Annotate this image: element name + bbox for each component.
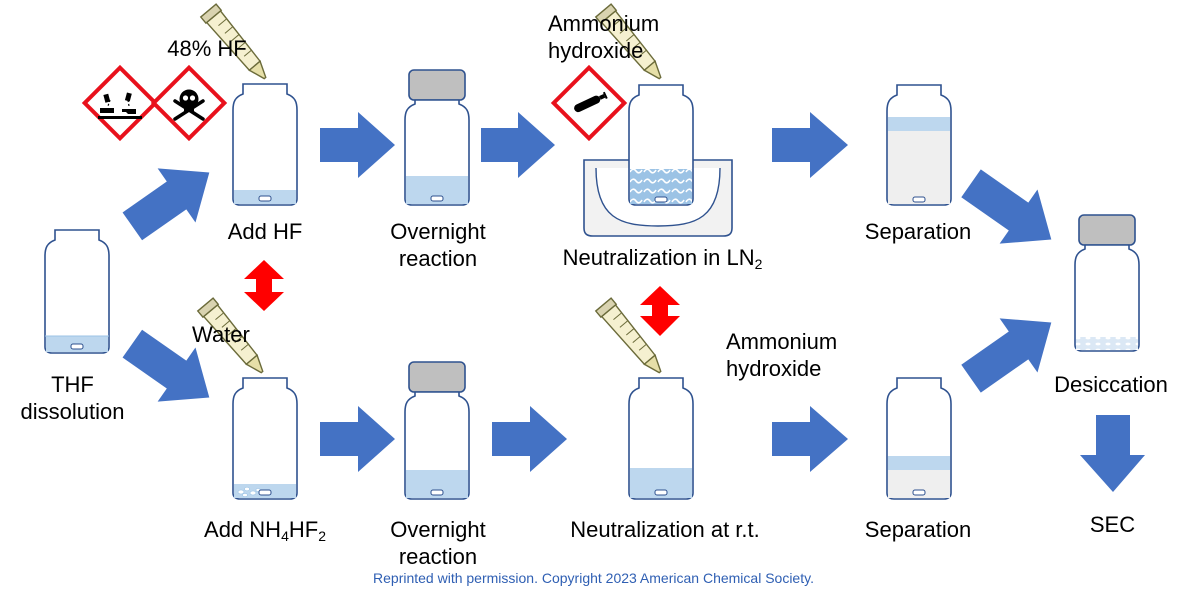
swap-arrow-right <box>640 286 680 336</box>
vial-separation-top <box>886 84 952 206</box>
arrow-bottom-1 <box>320 406 395 472</box>
label-overnight-bottom: Overnight reaction <box>368 516 508 570</box>
label-separation-top: Separation <box>864 219 972 244</box>
label-neutralization-ln2: Neutralization in LN2 <box>520 244 805 271</box>
label-overnight-top: Overnight reaction <box>368 218 508 272</box>
nh4hf2-sub1: 4 <box>281 528 289 544</box>
vial-add-hf <box>232 83 298 206</box>
arrow-bottom-to-desiccation <box>961 318 1052 393</box>
label-water: Water <box>192 322 250 347</box>
label-add-nh4hf2: Add NH4HF2 <box>185 516 345 543</box>
ln2-subscript: 2 <box>754 256 763 272</box>
vial-overnight-top <box>404 69 470 206</box>
label-separation-bottom: Separation <box>864 517 972 542</box>
label-sec: SEC <box>1089 512 1136 537</box>
thf-line2: dissolution <box>20 399 125 424</box>
thf-line1: THF <box>51 372 94 397</box>
arrow-top-1 <box>320 112 395 178</box>
overnight-bottom-line1: Overnight <box>390 517 486 542</box>
vial-separation-bottom <box>886 377 952 500</box>
arrow-top-to-desiccation <box>961 169 1052 244</box>
arrow-thf-to-top <box>122 168 210 241</box>
arrow-top-3 <box>772 112 848 178</box>
neutralization-ln2-text: Neutralization in LN <box>562 245 755 270</box>
pipette-ammonium-top-icon <box>594 3 662 80</box>
vial-thf <box>44 229 110 354</box>
nh4hf2-mid: HF <box>288 517 319 542</box>
ammonium-top-line2: hydroxide <box>548 38 644 63</box>
ammonium-top-line1: Ammonium <box>548 11 660 36</box>
overnight-top-line2: reaction <box>398 246 478 271</box>
label-ammonium-top: Ammonium hydroxide <box>548 10 660 64</box>
arrow-bottom-2 <box>492 406 567 472</box>
vial-overnight-bottom <box>404 361 470 500</box>
label-48-hf: 48% HF <box>167 36 247 61</box>
skull-crossbones-icon <box>150 64 228 142</box>
swap-arrow-left <box>244 260 284 311</box>
pipette-hf-icon <box>199 3 267 80</box>
overnight-top-line1: Overnight <box>390 219 486 244</box>
overnight-bottom-line2: reaction <box>398 544 478 569</box>
vial-add-nh4hf2 <box>232 377 298 500</box>
ammonium-bottom-line1: Ammonium <box>726 329 838 354</box>
arrow-thf-to-bottom <box>122 329 210 402</box>
label-ammonium-bottom: Ammonium hydroxide <box>726 328 856 382</box>
vial-neutralization-bottom <box>628 377 694 500</box>
gas-cylinder-icon <box>550 64 628 142</box>
label-neutralization-rt: Neutralization at r.t. <box>570 517 760 542</box>
corrosive-icon <box>81 64 159 142</box>
pipette-ammonium-bottom-icon <box>594 297 662 374</box>
copyright-notice: Reprinted with permission. Copyright 202… <box>373 570 814 586</box>
label-desiccation: Desiccation <box>1054 372 1168 397</box>
vial-neutralization-top <box>628 84 694 206</box>
nh4hf2-prefix: Add NH <box>204 517 282 542</box>
pipette-water-icon <box>196 297 264 374</box>
label-thf-dissolution: THF dissolution <box>0 371 145 425</box>
label-add-hf: Add HF <box>227 219 303 244</box>
vial-desiccation <box>1074 214 1140 352</box>
arrow-top-2 <box>481 112 555 178</box>
ammonium-bottom-line2: hydroxide <box>726 356 822 381</box>
arrow-bottom-3 <box>772 406 848 472</box>
nh4hf2-sub2: 2 <box>318 528 326 544</box>
arrow-to-sec <box>1080 415 1145 492</box>
